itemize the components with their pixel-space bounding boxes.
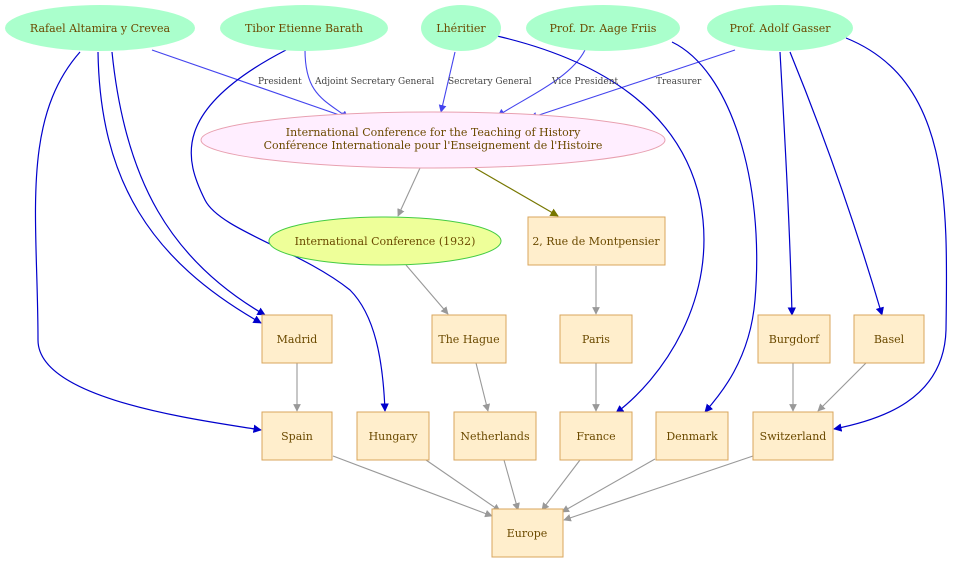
person-nodes: Rafael Altamira y Crevea Tibor Etienne B… xyxy=(5,5,853,51)
node-hungary[interactable]: Hungary xyxy=(356,411,430,461)
node-altamira[interactable]: Rafael Altamira y Crevea xyxy=(5,5,195,51)
node-netherlands[interactable]: Netherlands xyxy=(453,411,537,461)
node-label-madrid: Madrid xyxy=(277,333,318,346)
edge-label-vice-president: Vice President xyxy=(551,77,619,87)
node-basel[interactable]: Basel xyxy=(853,314,925,364)
node-label-switzerland: Switzerland xyxy=(760,430,827,443)
edge-altamira-spain xyxy=(34,51,262,433)
edge-gasser-switzerland xyxy=(833,37,948,432)
node-france[interactable]: France xyxy=(559,411,633,461)
node-event[interactable]: International Conference (1932) xyxy=(268,216,502,266)
edges xyxy=(34,35,948,522)
edge-barath-hungary xyxy=(190,49,389,412)
place-nodes: 2, Rue de Montpensier Madrid The Hague P… xyxy=(261,216,925,558)
edge-lheritier-france xyxy=(496,35,705,414)
node-label-europe: Europe xyxy=(507,527,548,540)
edge-gasser-basel xyxy=(789,51,884,316)
edge-netherlands-europe xyxy=(503,459,520,511)
edge-spain-europe xyxy=(332,455,493,518)
node-label-spain: Spain xyxy=(281,430,313,443)
node-label-conference-fr: Conférence Internationale pour l'Enseign… xyxy=(264,139,603,152)
edge-friis-conference xyxy=(497,49,586,117)
node-label-paris: Paris xyxy=(582,333,610,346)
edge-lheritier-conference xyxy=(438,51,456,113)
edge-label-treasurer: Treasurer xyxy=(656,77,702,87)
edge-altamira-madrid-2 xyxy=(111,51,266,316)
edge-barath-conference xyxy=(304,49,349,119)
edge-switzerland-europe xyxy=(563,455,754,522)
node-burgdorf[interactable]: Burgdorf xyxy=(757,314,831,364)
edge-hungary-europe xyxy=(425,459,501,512)
edge-denmark-europe xyxy=(561,458,656,513)
edge-label-president: President xyxy=(258,77,302,87)
edge-thehague-netherlands xyxy=(475,362,491,412)
node-label-conference-en: International Conference for the Teachin… xyxy=(286,126,581,139)
node-gasser[interactable]: Prof. Adolf Gasser xyxy=(707,5,853,51)
edge-conference-event xyxy=(397,167,421,217)
node-label-lheritier: Lhéritier xyxy=(436,22,486,35)
edge-conference-address xyxy=(474,167,559,217)
node-label-hungary: Hungary xyxy=(369,430,419,443)
node-label-basel: Basel xyxy=(874,333,905,346)
node-address[interactable]: 2, Rue de Montpensier xyxy=(527,216,666,266)
node-spain[interactable]: Spain xyxy=(261,411,333,461)
node-lheritier[interactable]: Lhéritier xyxy=(421,5,501,51)
node-madrid[interactable]: Madrid xyxy=(261,314,333,364)
node-label-burgdorf: Burgdorf xyxy=(769,333,820,346)
edge-france-europe xyxy=(541,459,581,511)
node-label-barath: Tibor Etienne Barath xyxy=(245,22,363,35)
node-label-france: France xyxy=(576,430,615,443)
node-label-denmark: Denmark xyxy=(666,430,718,443)
node-switzerland[interactable]: Switzerland xyxy=(752,411,834,461)
edge-label-adjoint-secretary-general: Adjoint Secretary General xyxy=(314,77,434,87)
node-europe[interactable]: Europe xyxy=(491,508,564,558)
node-label-friis: Prof. Dr. Aage Friis xyxy=(550,22,657,35)
node-paris[interactable]: Paris xyxy=(559,314,633,364)
node-the-hague[interactable]: The Hague xyxy=(431,314,507,364)
node-label-the-hague: The Hague xyxy=(438,333,499,346)
node-label-event: International Conference (1932) xyxy=(295,235,476,248)
node-denmark[interactable]: Denmark xyxy=(655,411,729,461)
edge-altamira-conference xyxy=(151,49,349,120)
edge-labels: President Adjoint Secretary General Secr… xyxy=(258,77,702,87)
node-label-altamira: Rafael Altamira y Crevea xyxy=(30,22,171,35)
edge-basel-switzerland xyxy=(817,362,867,412)
node-label-netherlands: Netherlands xyxy=(460,430,530,443)
edge-friis-denmark xyxy=(671,41,758,413)
edge-altamira-madrid-1 xyxy=(97,51,262,324)
node-conference[interactable]: International Conference for the Teachin… xyxy=(200,111,666,169)
node-barath[interactable]: Tibor Etienne Barath xyxy=(220,5,388,51)
edge-label-secretary-general: Secretary General xyxy=(448,77,532,87)
node-friis[interactable]: Prof. Dr. Aage Friis xyxy=(526,5,680,51)
node-label-address: 2, Rue de Montpensier xyxy=(532,235,660,248)
edge-gasser-conference xyxy=(529,49,736,120)
node-label-gasser: Prof. Adolf Gasser xyxy=(729,22,831,35)
edge-event-thehague xyxy=(405,264,449,315)
edge-gasser-burgdorf xyxy=(779,51,797,316)
